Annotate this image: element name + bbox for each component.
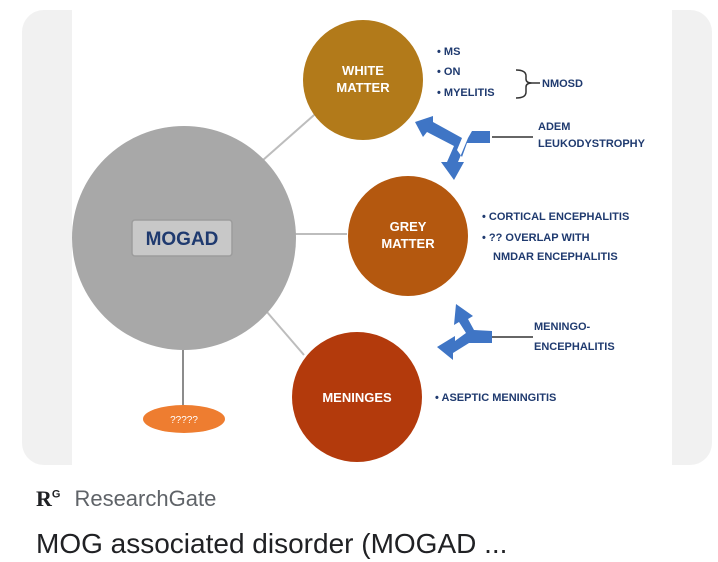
source-name[interactable]: ResearchGate xyxy=(74,486,217,511)
white-list-item: • MYELITIS xyxy=(437,87,495,99)
grey-matter-line1: GREY xyxy=(390,219,427,234)
adem-label: ADEM xyxy=(538,121,570,133)
grey-list-item: • CORTICAL ENCEPHALITIS xyxy=(482,211,629,223)
grey-matter-circle xyxy=(348,176,468,296)
white-matter-circle xyxy=(303,20,423,140)
meningo-arrow xyxy=(437,304,492,360)
white-list-item: • ON xyxy=(437,66,460,78)
unknown-label: ????? xyxy=(170,415,198,426)
grey-list-item: • ?? OVERLAP WITH xyxy=(482,232,590,244)
mogad-label: MOGAD xyxy=(146,229,219,250)
mogad-diagram: MOGAD ????? WHITE MATTER GREY MATTER MEN… xyxy=(72,10,672,465)
encephalitis-label: ENCEPHALITIS xyxy=(534,341,615,353)
white-matter-line2: MATTER xyxy=(336,80,390,95)
source-row[interactable]: RG ResearchGate xyxy=(36,484,216,514)
meningo-label: MENINGO- xyxy=(534,321,591,333)
meninges-list-item: • ASEPTIC MENINGITIS xyxy=(435,392,556,404)
result-title-link[interactable]: MOG associated disorder (MOGAD ... xyxy=(36,528,508,559)
adem-arrow xyxy=(415,116,490,180)
researchgate-logo-icon: RG xyxy=(36,486,61,511)
white-list-item: • MS xyxy=(437,46,460,58)
leukodystrophy-label: LEUKODYSTROPHY xyxy=(538,138,646,150)
mogad-box xyxy=(131,219,233,257)
nmosd-label: NMOSD xyxy=(542,78,583,90)
white-matter-line1: WHITE xyxy=(342,63,384,78)
result-image-card[interactable]: MOGAD ????? WHITE MATTER GREY MATTER MEN… xyxy=(22,10,712,465)
grey-matter-line2: MATTER xyxy=(381,236,435,251)
connector-meninges xyxy=(266,311,305,356)
unknown-ellipse xyxy=(143,405,225,433)
grey-list-item: NMDAR ENCEPHALITIS xyxy=(493,251,618,263)
meninges-label: MENINGES xyxy=(322,390,392,405)
connector-white xyxy=(253,107,323,169)
meninges-circle xyxy=(292,332,422,462)
